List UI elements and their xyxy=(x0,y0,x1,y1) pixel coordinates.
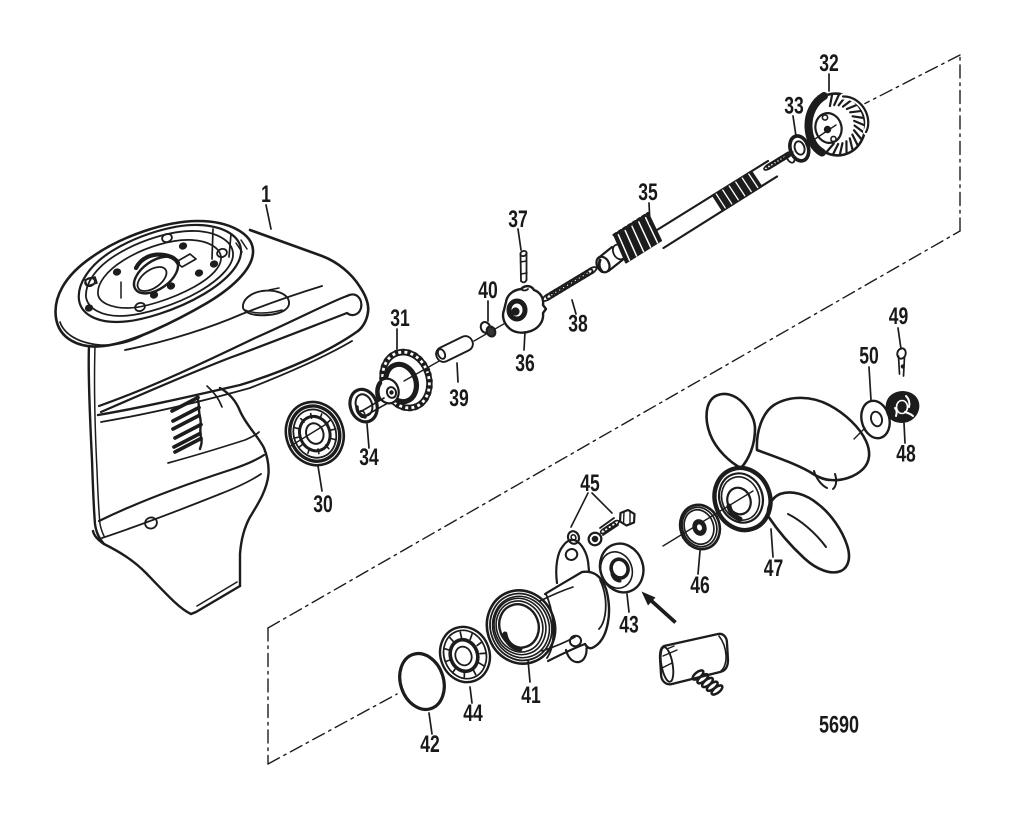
svg-text:41: 41 xyxy=(521,682,540,709)
svg-text:45: 45 xyxy=(580,470,599,497)
svg-text:36: 36 xyxy=(515,350,534,377)
svg-text:42: 42 xyxy=(420,731,439,758)
svg-text:48: 48 xyxy=(896,441,915,468)
svg-text:39: 39 xyxy=(449,385,468,412)
svg-text:46: 46 xyxy=(690,572,709,599)
svg-text:50: 50 xyxy=(859,343,878,370)
svg-text:5690: 5690 xyxy=(819,712,859,739)
svg-text:49: 49 xyxy=(889,303,908,330)
svg-text:37: 37 xyxy=(508,206,527,233)
svg-text:31: 31 xyxy=(390,305,409,332)
svg-text:30: 30 xyxy=(313,491,332,518)
svg-text:44: 44 xyxy=(463,700,483,727)
svg-text:35: 35 xyxy=(638,179,657,206)
svg-text:1: 1 xyxy=(261,181,271,208)
svg-text:32: 32 xyxy=(819,50,838,77)
svg-text:47: 47 xyxy=(764,555,783,582)
svg-text:33: 33 xyxy=(784,93,803,120)
svg-text:43: 43 xyxy=(619,612,638,639)
svg-text:40: 40 xyxy=(478,277,497,304)
svg-text:34: 34 xyxy=(359,444,379,471)
svg-text:38: 38 xyxy=(568,311,587,338)
